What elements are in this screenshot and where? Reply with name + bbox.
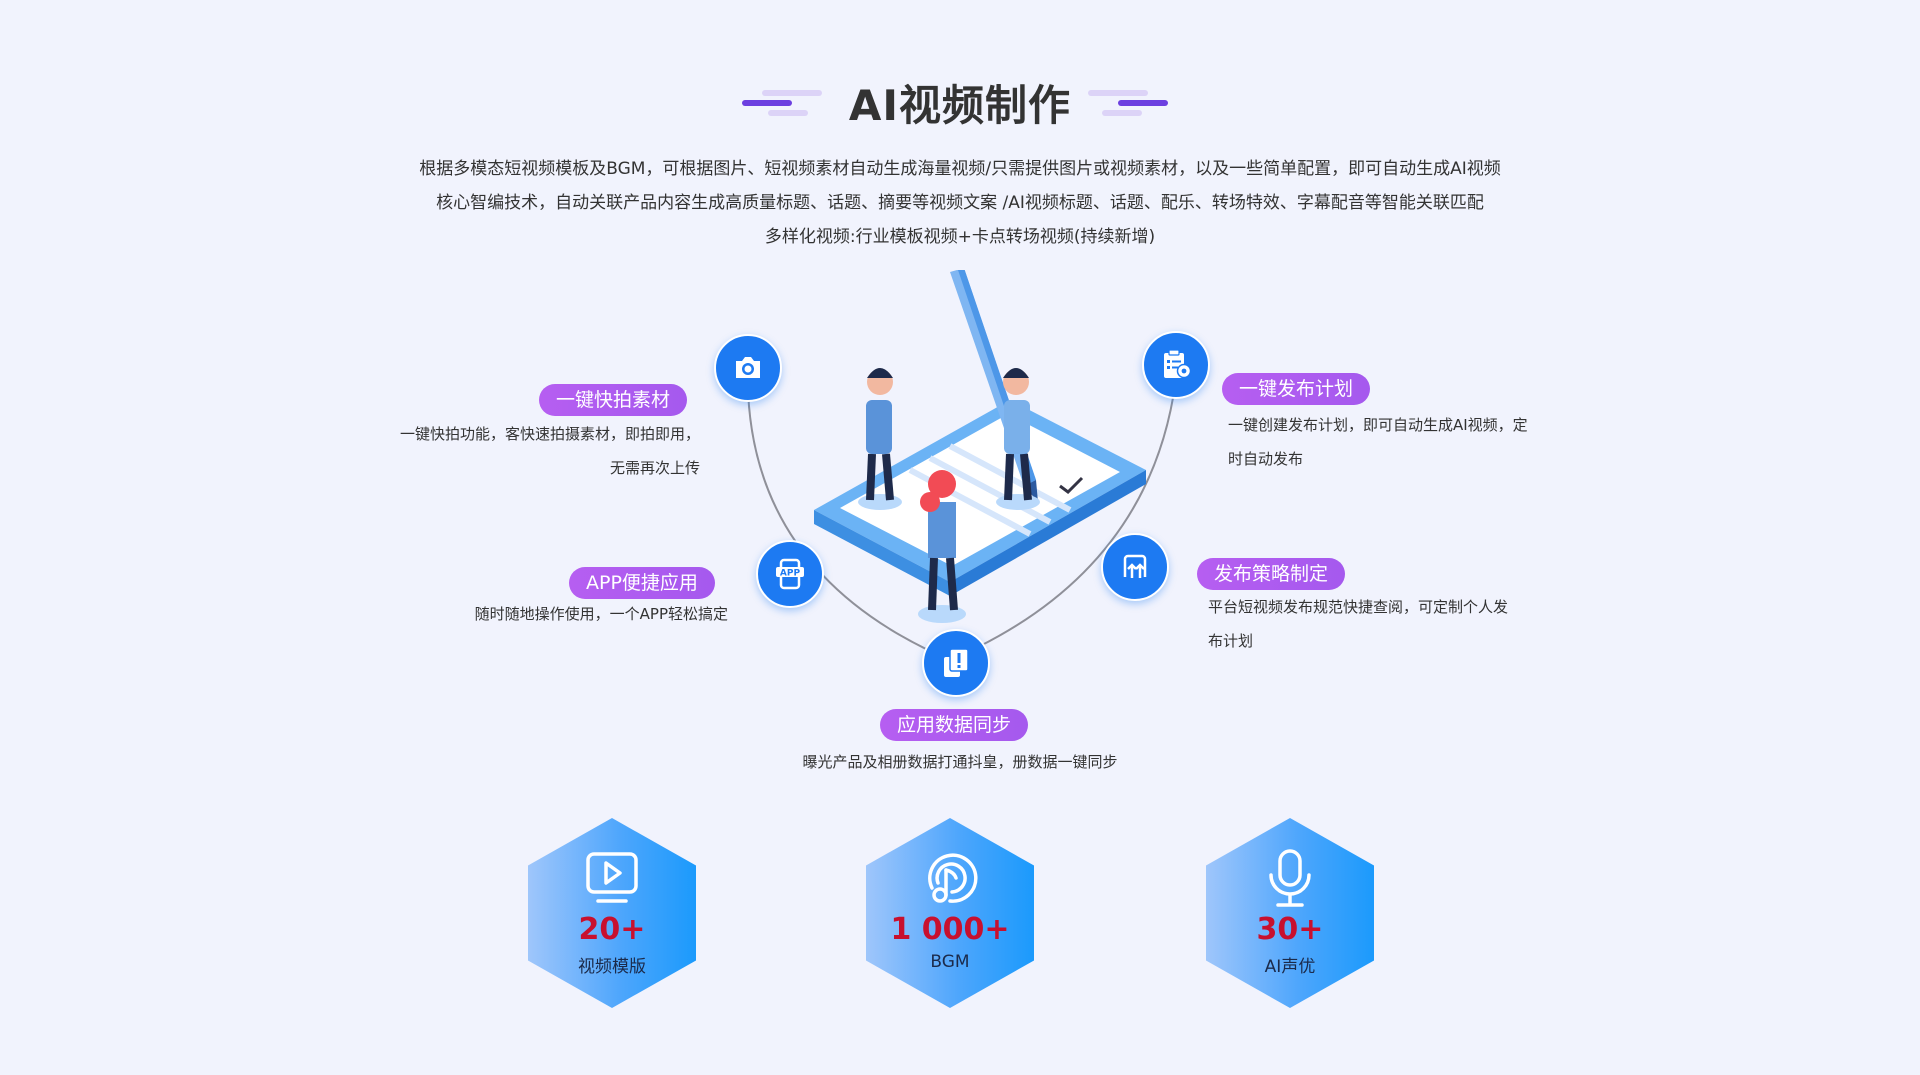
stat-label: 视频模版 xyxy=(578,957,646,977)
feature-pill-quick-shoot: 一键快拍素材 xyxy=(539,384,688,416)
app-icon: APP xyxy=(756,540,824,608)
camera-icon xyxy=(714,334,782,402)
feature-text-data-sync: 曝光产品及相册数据打通抖皇，册数据一键同步 xyxy=(802,753,1118,771)
sync-data-icon xyxy=(922,629,990,697)
stat-bgm: 1 000+ BGM xyxy=(866,818,1034,1008)
feature-text-quick-shoot: 一键快拍功能，客快速拍摄素材，即拍即用， 无需再次上传 xyxy=(399,425,700,477)
plan-icon xyxy=(1142,331,1210,399)
feature-text-publish-plan: 一键创建发布计划，即可自动生成AI视频，定 时自动发布 xyxy=(1228,416,1528,468)
svg-text:APP: APP xyxy=(780,569,801,579)
microphone-icon xyxy=(1269,849,1311,907)
stat-value: 30+ xyxy=(1256,912,1324,947)
stat-ai-voice: 30+ AI声优 xyxy=(1206,818,1374,1008)
title-decoration-right xyxy=(1088,88,1168,118)
title-row: AI视频制作 xyxy=(0,70,1920,134)
feature-pill-data-sync: 应用数据同步 xyxy=(880,709,1029,741)
stat-label: AI声优 xyxy=(1264,957,1316,977)
video-play-icon xyxy=(586,852,638,903)
feature-pill-app: APP便捷应用 xyxy=(569,567,715,599)
description-line-3: 多样化视频:行业模板视频+卡点转场视频(持续新增) xyxy=(764,227,1156,247)
feature-text-app: 随时随地操作使用，一个APP轻松搞定 xyxy=(474,605,728,623)
description-line-1: 根据多模态短视频模板及BGM，可根据图片、短视频素材自动生成海量视频/只需提供图… xyxy=(419,159,1501,179)
feature-pill-publish-plan: 一键发布计划 xyxy=(1222,373,1371,405)
feature-text-publish-strategy: 平台短视频发布规范快捷查阅，可定制个人发 布计划 xyxy=(1208,598,1509,650)
stat-value: 1 000+ xyxy=(890,912,1010,947)
description-line-2: 核心智编技术，自动关联产品内容生成高质量标题、话题、摘要等视频文案 /AI视频标… xyxy=(436,193,1484,213)
stat-value: 20+ xyxy=(578,912,646,947)
page-title: AI视频制作 xyxy=(848,81,1072,130)
title-decoration-left xyxy=(742,88,822,118)
central-illustration xyxy=(814,270,1146,623)
stat-video-templates: 20+ 视频模版 xyxy=(528,818,696,1008)
strategy-icon xyxy=(1101,533,1169,601)
music-icon xyxy=(928,853,978,903)
stat-label: BGM xyxy=(930,952,970,972)
feature-pill-publish-strategy: 发布策略制定 xyxy=(1197,558,1346,590)
